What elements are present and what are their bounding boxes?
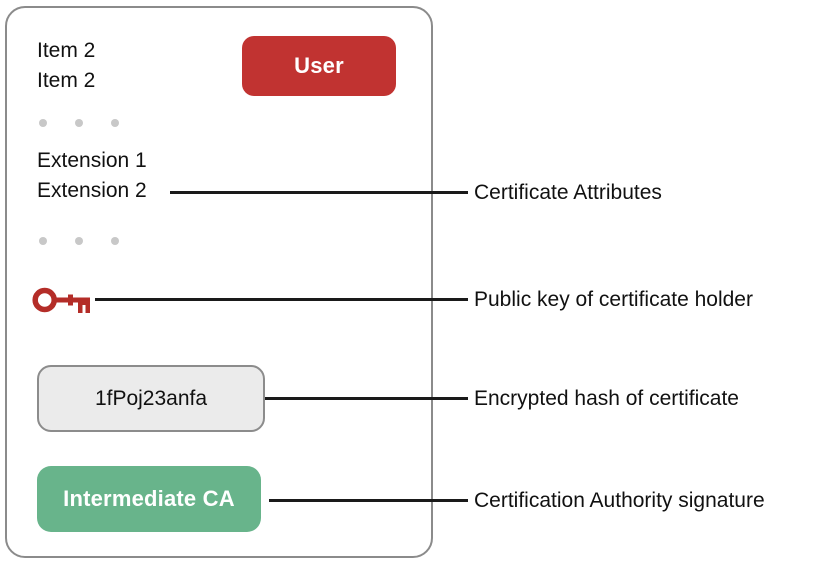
user-badge: User [242, 36, 396, 96]
connector-line [265, 397, 468, 400]
certificate-item: Item 2 [37, 39, 96, 62]
dot-icon [39, 237, 47, 245]
certificate-item: Item 2 [37, 69, 96, 92]
certificate-extensions: Extension 1 Extension 2 [37, 146, 147, 206]
ellipsis-dots-row [39, 237, 119, 245]
intermediate-ca-badge: Intermediate CA [37, 466, 261, 532]
connector-line [269, 499, 468, 502]
dot-icon [111, 119, 119, 127]
user-badge-label: User [294, 53, 344, 78]
annotation-label: Certification Authority signature [474, 489, 765, 512]
dot-icon [39, 119, 47, 127]
certificate-items: Item 2 Item 2 [37, 36, 95, 96]
dot-icon [75, 237, 83, 245]
dot-icon [75, 119, 83, 127]
annotation-label: Encrypted hash of certificate [474, 387, 739, 410]
annotation-label: Public key of certificate holder [474, 288, 753, 311]
public-key-icon [32, 287, 90, 313]
connector-line [95, 298, 468, 301]
encrypted-hash-value: 1fPoj23anfa [94, 386, 208, 410]
dot-icon [111, 237, 119, 245]
connector-line [170, 191, 468, 194]
intermediate-ca-label: Intermediate CA [63, 486, 235, 511]
certificate-extension: Extension 1 [37, 149, 147, 172]
annotation-label: Certificate Attributes [474, 181, 662, 204]
encrypted-hash-box: 1fPoj23anfa [37, 365, 265, 432]
certificate-extension: Extension 2 [37, 179, 147, 202]
ellipsis-dots-row [39, 119, 119, 127]
